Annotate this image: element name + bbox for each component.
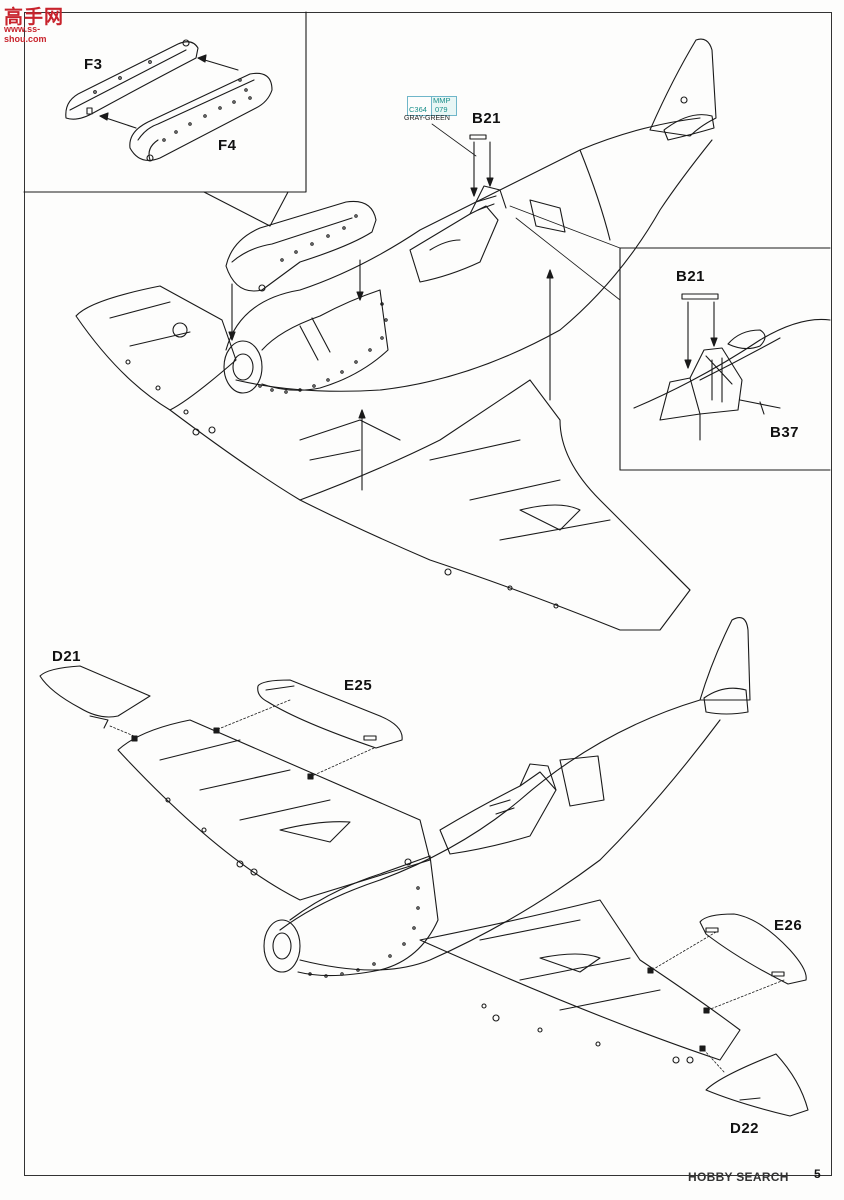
part-label-e25: E25 [344,677,373,694]
part-label-f4: F4 [218,137,237,154]
part-label-b21-detail: B21 [676,268,706,285]
part-label-d21: D21 [52,648,82,665]
inset-windscreen-detail [619,247,831,471]
paint-code-1: C364 [409,105,427,114]
source-logo: HOBBY SEARCH [688,1170,789,1184]
paint-callout: MMP C364 079 GRAY-GREEN [404,96,457,126]
paint-code-2: 079 [435,105,448,114]
aircraft-bottom-view-drawing [39,617,809,1117]
page-number: 5 [814,1167,821,1181]
watermark-url: www.ss-shou.com [4,24,47,44]
inset-cowling-detail [23,11,307,227]
page-frame [24,12,832,1176]
paint-name: GRAY-GREEN [404,115,450,122]
part-f4-drawing [129,72,273,161]
paint-brand: MMP [433,96,451,105]
part-label-f3: F3 [84,56,103,73]
watermark-logo: 高手网 www.ss-shou.com [2,2,72,44]
part-label-b21-main: B21 [472,110,502,127]
aircraft-top-view-drawing [75,38,717,631]
part-label-e26: E26 [774,917,803,934]
part-label-b37: B37 [770,424,800,441]
watermark-name: 高手网 [4,7,65,28]
part-f3-drawing [65,41,199,120]
part-label-d22: D22 [730,1120,760,1137]
